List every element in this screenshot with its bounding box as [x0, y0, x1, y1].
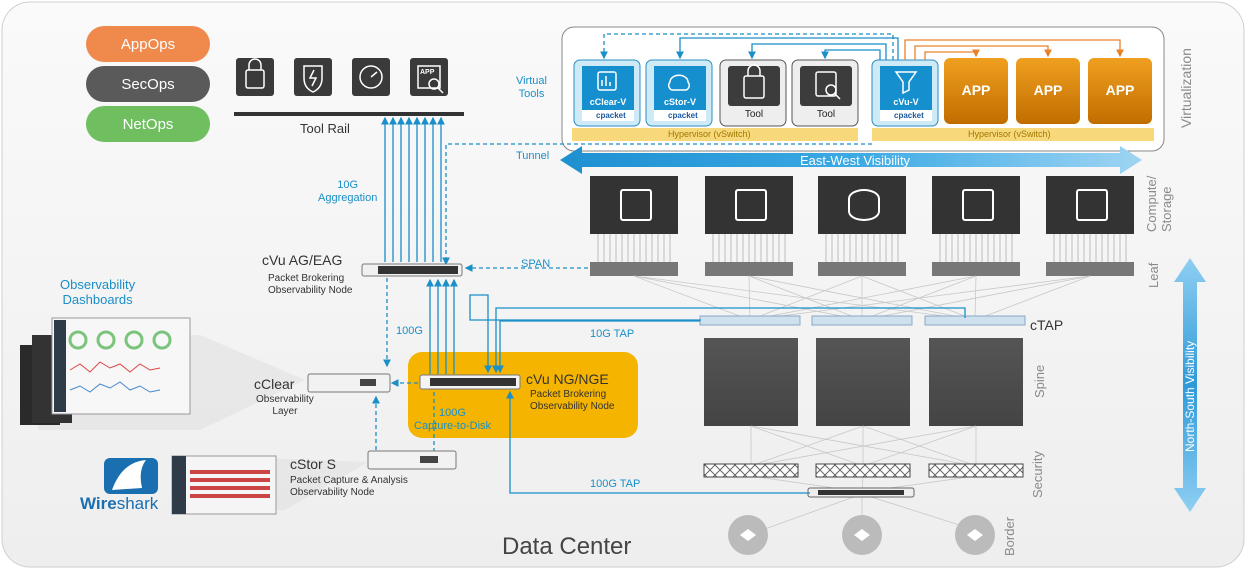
compute-row: [590, 176, 1134, 234]
vtool-label-cclear-v: cClear-V: [589, 97, 627, 107]
brand-cpacket-3: cpacket: [894, 111, 924, 120]
spine-label: Spine: [1032, 364, 1047, 398]
ctap-label: cTAP: [1030, 317, 1064, 333]
east-west-label: East-West Visibility: [800, 153, 911, 168]
secops-pill: SecOps: [86, 66, 210, 102]
vtool-label-cstor-v: cStor-V: [663, 97, 696, 107]
cclear-sub: Observability Layer: [256, 394, 314, 417]
hypervisor-label-2: Hypervisor (vSwitch): [968, 129, 1051, 139]
security-label: Security: [1030, 451, 1045, 498]
hundred-g-tap-label: 100G TAP: [590, 478, 641, 490]
shield-icon: [294, 58, 332, 96]
hypervisor-label-1: Hypervisor (vSwitch): [668, 129, 751, 139]
vtool-label-tool-2: Tool: [816, 109, 836, 120]
wireshark-wire: Wire: [80, 494, 117, 513]
ten-g-tap-label: 10G TAP: [590, 328, 635, 340]
cstor-sub: Packet Capture & Analysis Observability …: [290, 475, 408, 498]
dashboards-label: Observability Dashboards: [60, 277, 136, 307]
app-search-icon: APP: [420, 69, 435, 76]
cvu-ag-title: cVu AG/EAG: [262, 252, 343, 268]
cstor-title: cStor S: [290, 456, 336, 472]
footer-title: Data Center: [502, 533, 632, 560]
gauge-icon: [352, 58, 390, 96]
border-label: Border: [1002, 516, 1017, 556]
capture-to-disk-label: 100G Capture-to-Disk: [414, 407, 492, 432]
vtool-label-tool-1: Tool: [744, 109, 764, 120]
cvu-ng-title: cVu NG/NGE: [526, 371, 609, 387]
cclear-title: cClear: [254, 376, 295, 392]
cvu-ag-sub: Packet Brokering Observability Node: [268, 273, 353, 296]
compute-storage-label: Compute/ Storage: [1144, 175, 1174, 232]
app-box-1: APP: [961, 82, 991, 98]
app-box-2: APP: [1033, 82, 1063, 98]
brand-cpacket-1: cpacket: [596, 111, 626, 120]
wireshark-logo: Wireshark: [80, 494, 158, 514]
brand-cpacket-2: cpacket: [668, 111, 698, 120]
leaf-label: Leaf: [1146, 262, 1161, 288]
hundred-g-label: 100G: [396, 325, 423, 337]
north-south-label: North-South Visibility: [1183, 340, 1197, 452]
wireshark-shark: shark: [116, 494, 159, 513]
vtool-label-cvu-v: cVu-V: [893, 97, 919, 107]
appops-pill: AppOps: [86, 26, 210, 62]
database-icon: [848, 189, 880, 221]
cpu-icon: [1076, 189, 1108, 221]
tunnel-label: Tunnel: [516, 150, 550, 162]
tool-rail-label: Tool Rail: [300, 121, 350, 136]
cpu-icon: [735, 189, 767, 221]
cvu-ng-sub: Packet Brokering Observability Node: [530, 389, 615, 412]
cpu-icon: [962, 189, 994, 221]
virtual-tool-boxes: [573, 58, 1152, 127]
cpu-icon: [620, 189, 652, 221]
aggregation-label: 10G Aggregation: [318, 179, 378, 204]
app-box-3: APP: [1105, 82, 1135, 98]
netops-pill: NetOps: [86, 106, 210, 142]
virtualization-label: Virtualization: [1178, 48, 1194, 128]
span-label: SPAN: [521, 258, 551, 270]
virtual-tools-label: Virtual Tools: [516, 75, 547, 100]
lock-icon: [236, 58, 274, 96]
